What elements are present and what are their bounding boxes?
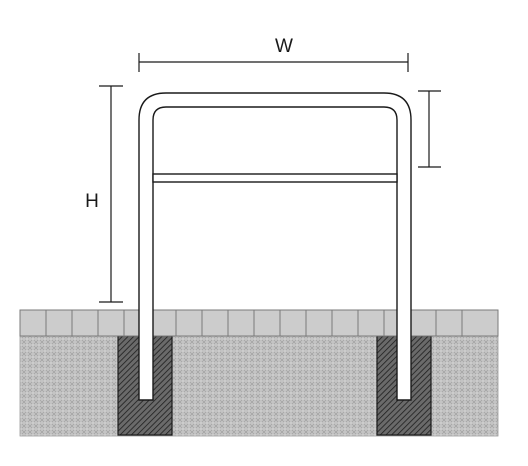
rack-hoop (138, 92, 412, 401)
clearance-dimension (418, 90, 441, 168)
rack-crossbar (152, 173, 398, 183)
paver-row (19, 309, 499, 337)
height-label: H (85, 191, 99, 212)
width-dimension (138, 53, 409, 72)
width-label: W (275, 36, 293, 57)
height-dimension (99, 85, 123, 303)
